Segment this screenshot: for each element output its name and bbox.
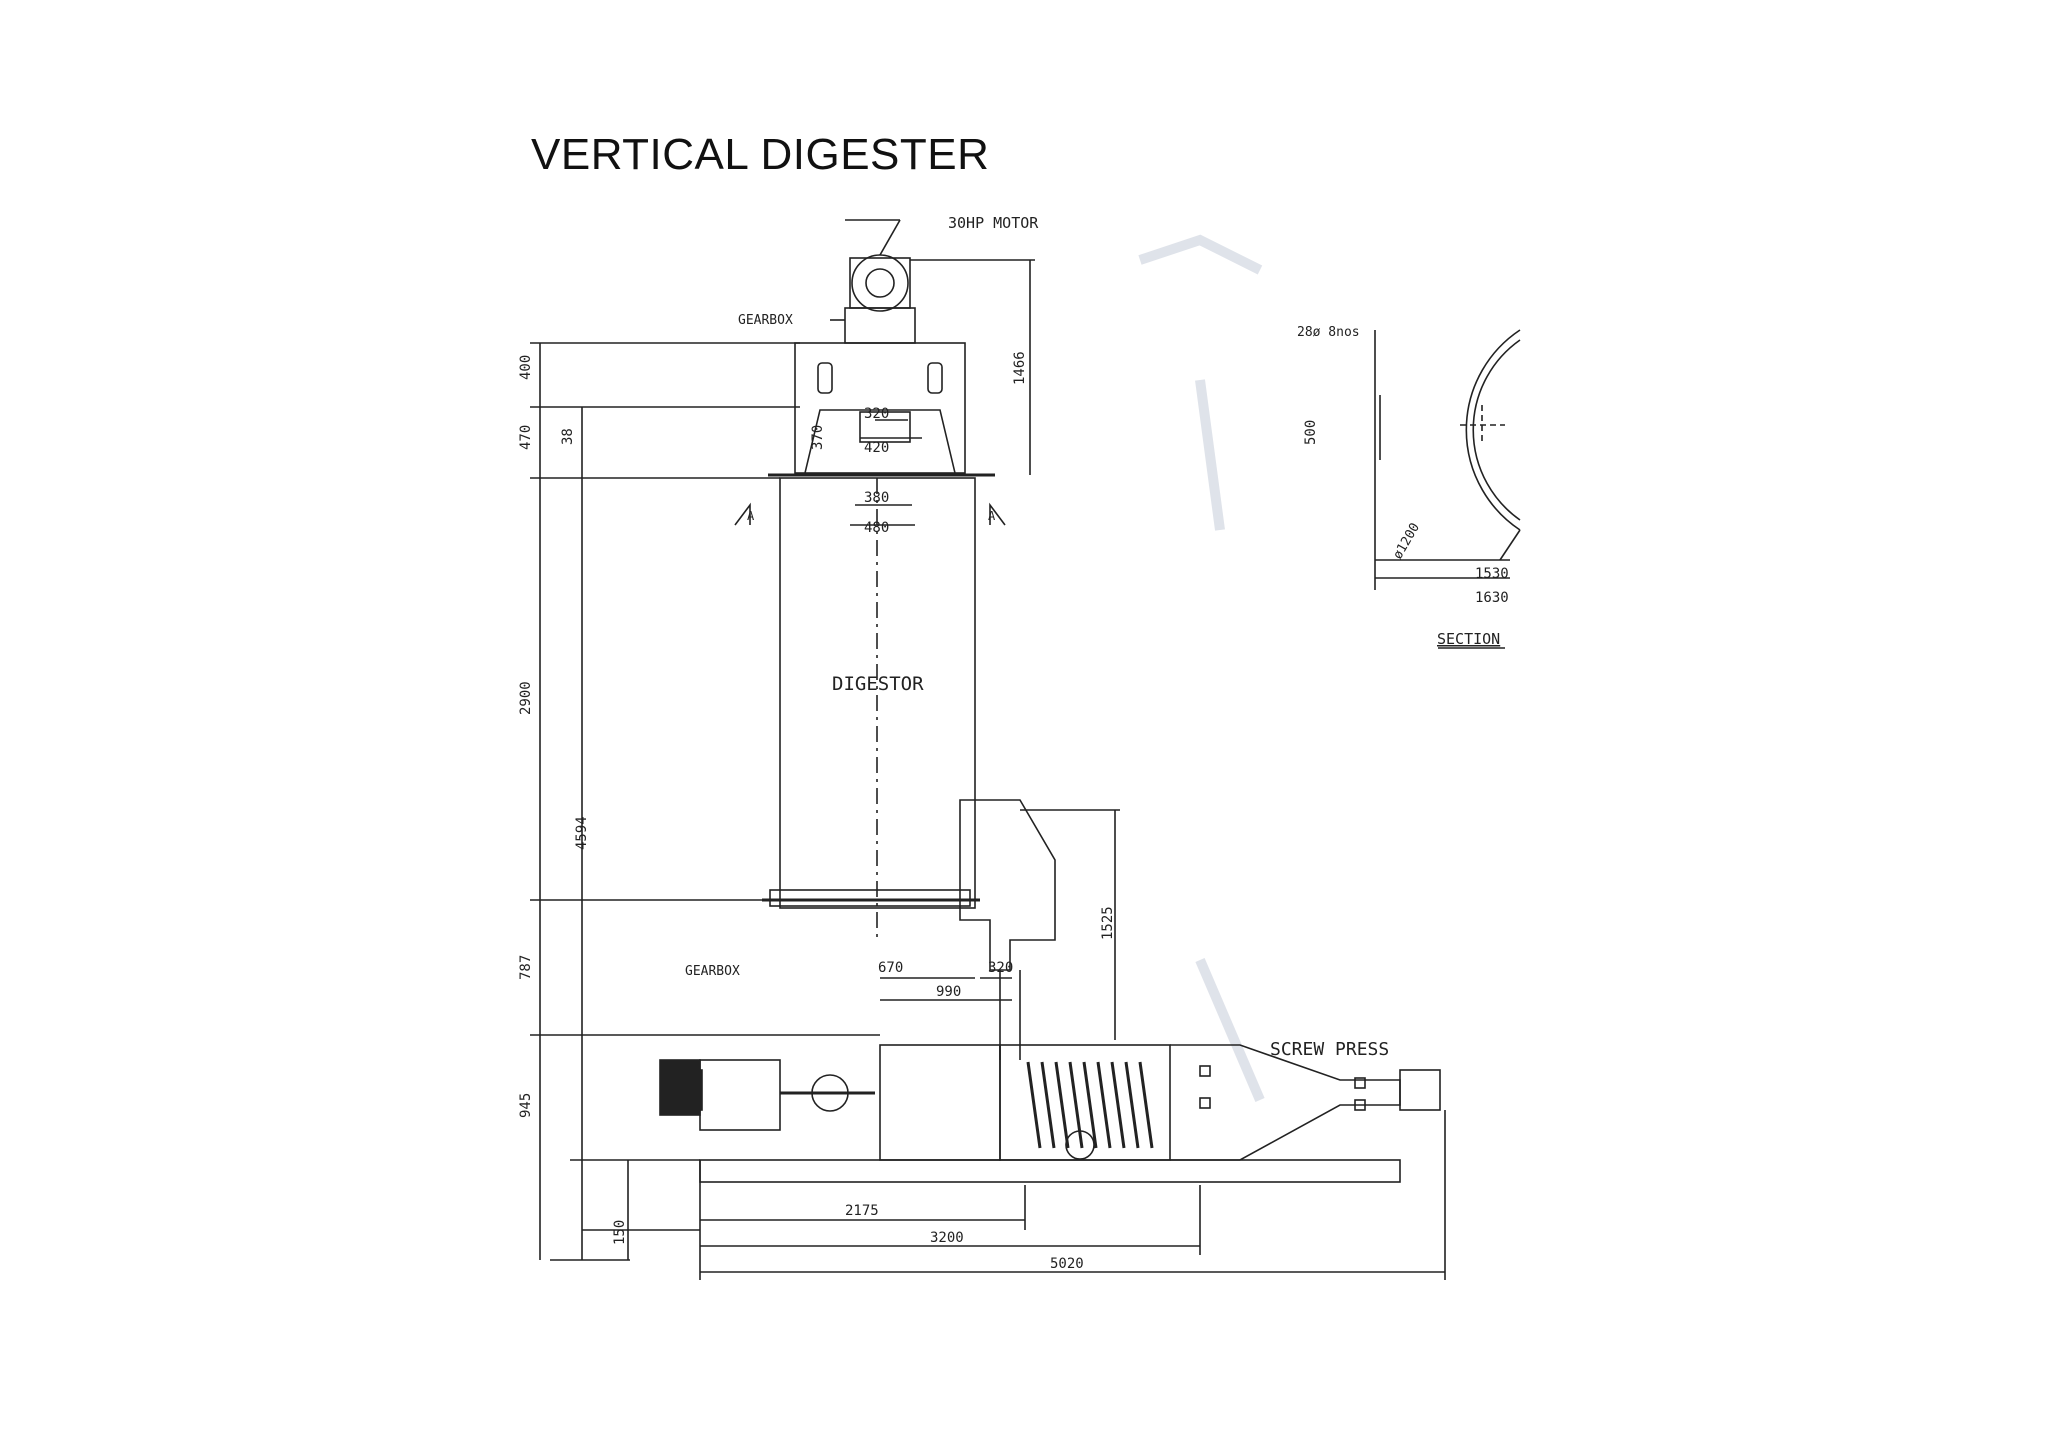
slide-title: VERTICAL DIGESTER	[531, 130, 990, 179]
dim-2175: 2175	[845, 1203, 879, 1219]
dim-5020: 5020	[1050, 1256, 1084, 1272]
section-mark-left	[734, 502, 751, 526]
gearbox-bottom	[699, 1059, 781, 1131]
label-section: SECTION	[1437, 630, 1500, 648]
dim-420: 420	[864, 440, 889, 456]
label-gearbox-bottom: GEARBOX	[685, 964, 740, 979]
dim-1530: 1530	[1475, 566, 1509, 582]
ghost-marks	[1138, 234, 1265, 1102]
pulley	[659, 1059, 701, 1116]
label-gearbox-top: GEARBOX	[738, 313, 793, 328]
dim-1630: 1630	[1475, 590, 1509, 606]
screw-flights	[1026, 1061, 1154, 1149]
dim-1466: 1466	[1012, 351, 1028, 385]
gearbox-top	[844, 307, 916, 344]
discharge-chute	[959, 799, 1056, 971]
section-shell	[1465, 329, 1521, 531]
motor-circle	[851, 254, 909, 312]
dim-3200: 3200	[930, 1230, 964, 1246]
dim-400: 400	[518, 355, 534, 380]
dim-990: 990	[936, 984, 961, 1000]
dim-150: 150	[612, 1220, 628, 1245]
dim-4594: 4594	[574, 816, 590, 850]
dim-370: 370	[810, 425, 826, 450]
base-frame	[699, 1159, 1401, 1183]
section-mark-right	[989, 502, 1006, 526]
motor-hub	[865, 268, 895, 298]
label-section-mark-left: A	[747, 509, 755, 523]
support-frame	[794, 342, 966, 474]
dim-945: 945	[518, 1093, 534, 1118]
label-section-mark-right: A	[988, 509, 996, 523]
dim-480: 480	[864, 520, 889, 536]
dim-2900: 2900	[518, 681, 534, 715]
drawing-labels: 30HP MOTOR GEARBOX DIGESTOR GEARBOX SCRE…	[518, 214, 1509, 1272]
label-diameter: ø1200	[1390, 521, 1423, 562]
dim-787: 787	[518, 955, 534, 980]
dim-380: 380	[864, 490, 889, 506]
label-screw-press: SCREW PRESS	[1270, 1039, 1389, 1060]
technical-drawing: 30HP MOTOR GEARBOX DIGESTOR GEARBOX SCRE…	[500, 200, 1540, 1320]
dim-1525: 1525	[1100, 906, 1116, 940]
label-motor: 30HP MOTOR	[948, 214, 1039, 232]
drawing-canvas: 30HP MOTOR GEARBOX DIGESTOR GEARBOX SCRE…	[518, 214, 1521, 1280]
dim-470: 470	[518, 425, 534, 450]
dim-38: 38	[560, 428, 576, 445]
dim-320-top: 320	[864, 406, 889, 422]
label-holes: 28ø 8nos	[1297, 325, 1360, 340]
dim-320-bottom: 320	[988, 960, 1013, 976]
dim-670: 670	[878, 960, 903, 976]
dim-500: 500	[1303, 420, 1319, 445]
label-digestor: DIGESTOR	[832, 673, 924, 695]
press-body	[879, 1044, 1001, 1161]
